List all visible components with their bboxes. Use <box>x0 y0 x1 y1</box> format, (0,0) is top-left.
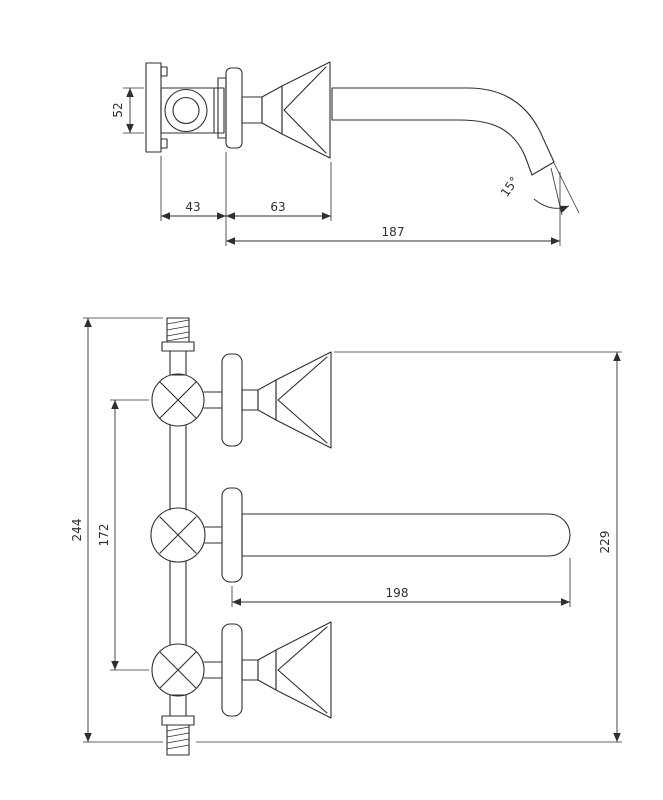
dim-total-height: 244 <box>70 317 163 743</box>
dim-label-spout-reach: 187 <box>382 225 405 239</box>
cross-handle-bottom-front <box>203 621 332 719</box>
dim-label-flange-to-handle: 63 <box>270 200 285 214</box>
dim-label-valve-spacing: 172 <box>97 524 111 547</box>
spout-front <box>204 487 571 583</box>
cross-handle-side <box>241 61 331 159</box>
inlet-connector-bottom <box>161 694 195 756</box>
dim-body-height: 52 <box>111 87 144 134</box>
dim-label-spout-length: 198 <box>386 586 409 600</box>
riser-pipe-lower <box>169 560 187 646</box>
dim-label-total-height: 244 <box>70 519 84 542</box>
mixer-body <box>150 507 206 563</box>
cross-handle-top-front <box>203 351 332 449</box>
dim-spout-length: 198 <box>231 558 571 607</box>
front-view: 244 172 198 229 <box>70 317 622 756</box>
dim-overall-height: 229 <box>196 351 622 743</box>
dim-wall-to-flange: 43 <box>160 152 332 246</box>
dim-label-wall-to-flange: 43 <box>185 200 200 214</box>
valve-body-side <box>160 87 225 134</box>
riser-pipe-upper <box>169 424 187 511</box>
valve-body-bottom <box>151 643 205 697</box>
inlet-connector-top <box>161 317 195 376</box>
wall-flange-side <box>217 67 243 149</box>
dim-valve-spacing: 172 <box>97 399 149 671</box>
wall-plate <box>145 62 168 153</box>
spout-side <box>331 87 555 176</box>
dim-label-overall-height: 229 <box>598 531 612 554</box>
valve-body-top <box>151 373 205 427</box>
dim-spout-reach: 187 <box>226 172 561 246</box>
dim-label-body-height: 52 <box>111 102 125 117</box>
angle-label: 15° <box>498 174 522 199</box>
side-view: 15° 52 43 63 187 <box>111 61 580 246</box>
dim-flange-to-handle: 63 <box>226 200 331 220</box>
